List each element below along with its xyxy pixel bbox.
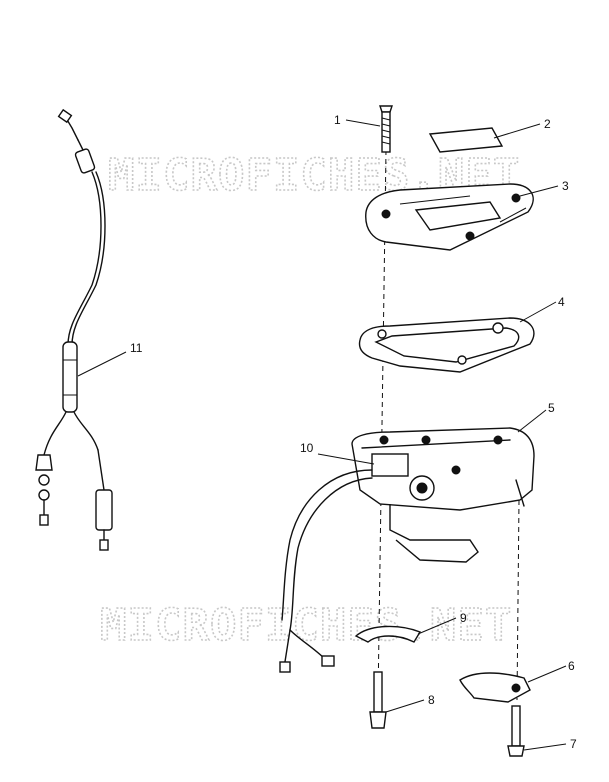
wire-harness-10: [279, 469, 373, 673]
callout-10: 10: [300, 441, 314, 455]
callout-5: 5: [548, 401, 555, 415]
callout-7: 7: [570, 737, 577, 751]
leader-8: [385, 699, 425, 713]
callout-4: 4: [558, 295, 565, 309]
housing-5: [351, 427, 535, 563]
decal-2: [428, 127, 504, 153]
clamp-hole: [511, 683, 521, 693]
throttle-cable: [35, 108, 113, 551]
clamp-screw-7: [507, 705, 525, 757]
callout-1: 1: [334, 113, 341, 127]
leader-5: [517, 409, 547, 433]
gasket-4: [358, 317, 535, 373]
leader-7: [523, 743, 567, 751]
callout-2: 2: [544, 117, 551, 131]
leader-9: [417, 617, 457, 635]
callout-8: 8: [428, 693, 435, 707]
leader-11: [77, 351, 127, 377]
leader-6: [527, 665, 567, 683]
right-axis-line: [516, 499, 520, 701]
mount-screw-8: [369, 671, 387, 729]
screw-1: [379, 105, 393, 153]
cover-plate-3: [365, 183, 534, 251]
callout-6: 6: [568, 659, 575, 673]
callout-11: 11: [130, 341, 143, 355]
leader-1: [345, 119, 381, 127]
callout-9: 9: [460, 611, 467, 625]
leader-3: [519, 185, 559, 197]
leader-4: [519, 301, 557, 323]
leader-2: [493, 123, 541, 139]
leader-10: [317, 453, 375, 465]
clamp-6: [459, 672, 531, 703]
spring-clip-9: [354, 625, 422, 643]
callout-3: 3: [562, 179, 569, 193]
